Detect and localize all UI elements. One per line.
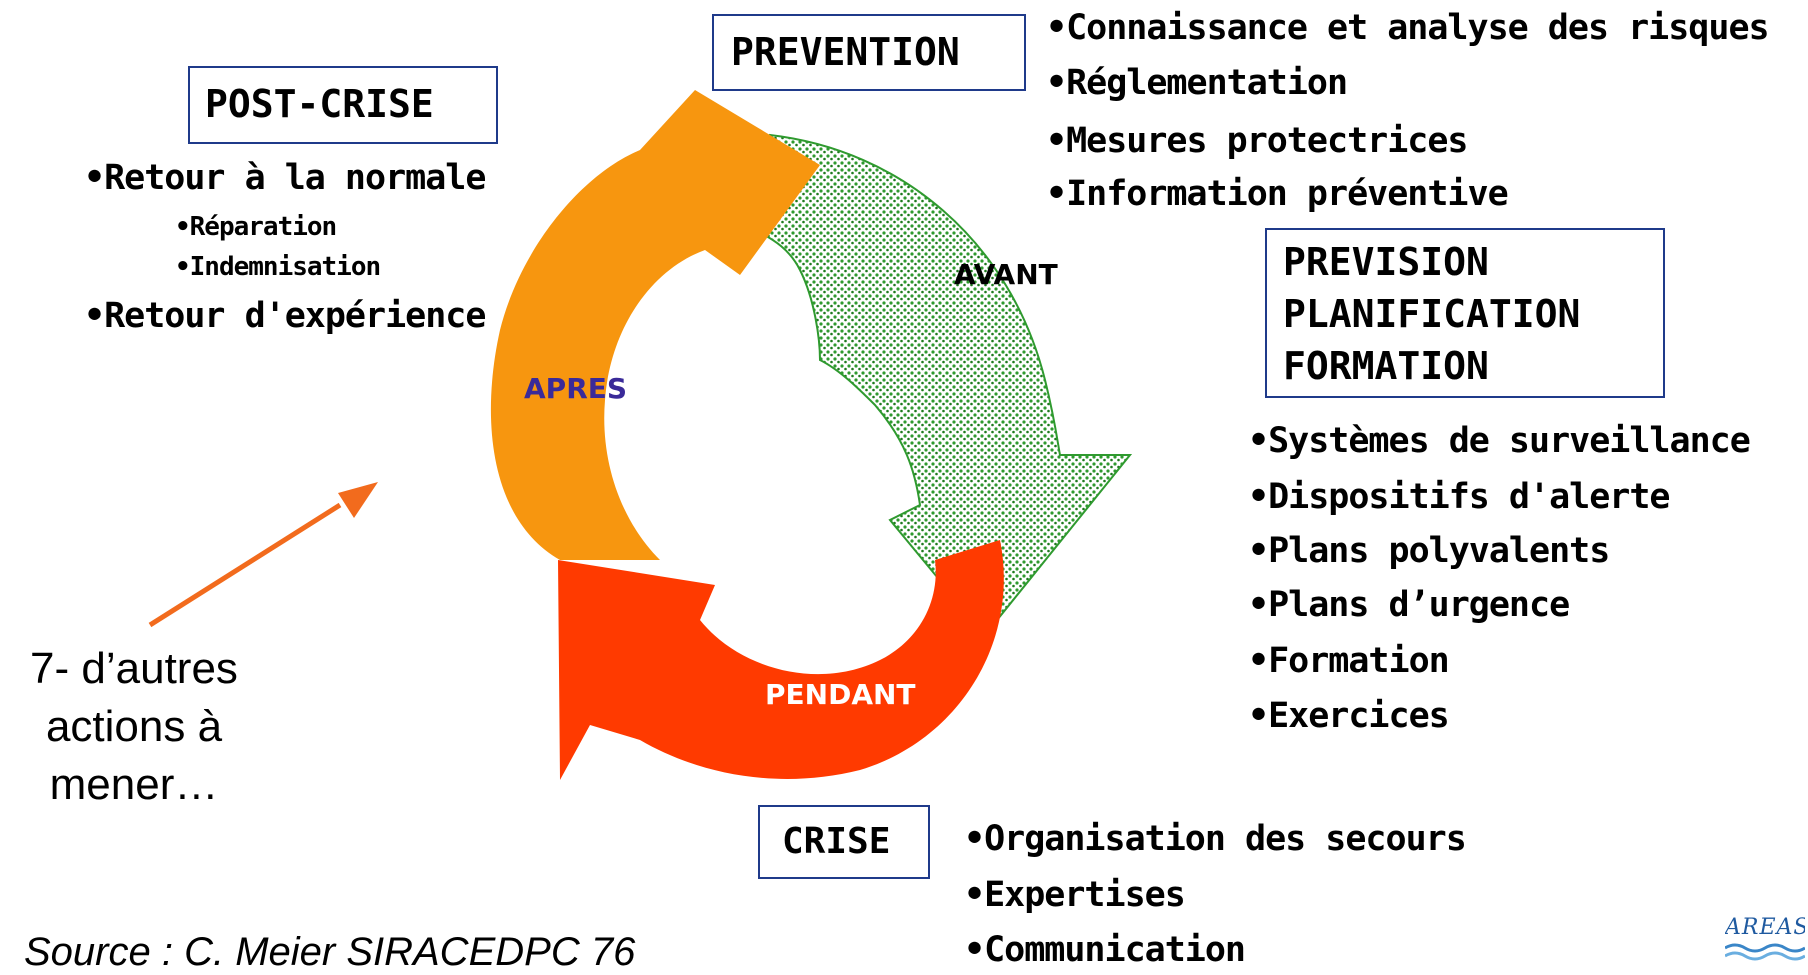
crise-box [758, 805, 930, 879]
post-crise-subitem: •Réparation [175, 212, 337, 242]
source-text: Source : C. Meier SIRACEDPC 76 [24, 930, 636, 974]
prevision-item: •Plans polyvalents [1248, 531, 1610, 571]
crise-title: CRISE [782, 821, 891, 862]
prevision-item: •Dispositifs d'alerte [1248, 477, 1671, 517]
prevention-item: •Connaissance et analyse des risques [1046, 8, 1770, 48]
prevention-item: •Information préventive [1046, 174, 1509, 214]
note-line: mener… [49, 760, 219, 809]
post-crise-item: •Retour à la normale [84, 158, 486, 198]
apres-label: APRES [524, 372, 628, 405]
planification-title: PLANIFICATION [1283, 292, 1581, 336]
pendant-label: PENDANT [765, 678, 916, 711]
crise-item: •Communication [964, 930, 1246, 970]
prevision-box [1265, 228, 1665, 398]
prevision-title: PREVISION [1283, 240, 1489, 284]
prevention-item: •Mesures protectrices [1046, 121, 1469, 161]
post-crise-subitem: •Indemnisation [175, 252, 381, 282]
pointer-arrow-head [338, 482, 378, 518]
prevention-item: •Réglementation [1046, 63, 1348, 103]
pointer-arrow-line [148, 502, 342, 628]
areas-logo: AREAS [1725, 915, 1805, 971]
formation-title: FORMATION [1283, 344, 1489, 388]
prevention-title: PREVENTION [731, 30, 960, 74]
note-text: 7- d’autres actions à mener… [4, 640, 264, 814]
pendant-arrow [558, 540, 1004, 780]
note-line: actions à [45, 702, 223, 751]
avant-label: AVANT [954, 258, 1058, 291]
crise-item: •Expertises [964, 875, 1186, 915]
post-crise-item: •Retour d'expérience [84, 296, 486, 336]
avant-arrow [753, 133, 1133, 637]
prevision-item: •Exercices [1248, 696, 1450, 736]
prevision-item: •Plans d’urgence [1248, 585, 1570, 625]
post-crise-title: POST-CRISE [205, 82, 434, 126]
prevision-item: •Systèmes de surveillance [1248, 421, 1751, 461]
prevision-item: •Formation [1248, 641, 1450, 681]
logo-text: AREAS [1725, 915, 1805, 940]
crise-item: •Organisation des secours [964, 819, 1467, 859]
prevention-box [712, 14, 1026, 91]
logo-waves-icon [1725, 943, 1805, 961]
note-line: 7- d’autres [30, 644, 238, 693]
apres-arrow [490, 90, 820, 560]
post-crise-box [188, 66, 498, 144]
